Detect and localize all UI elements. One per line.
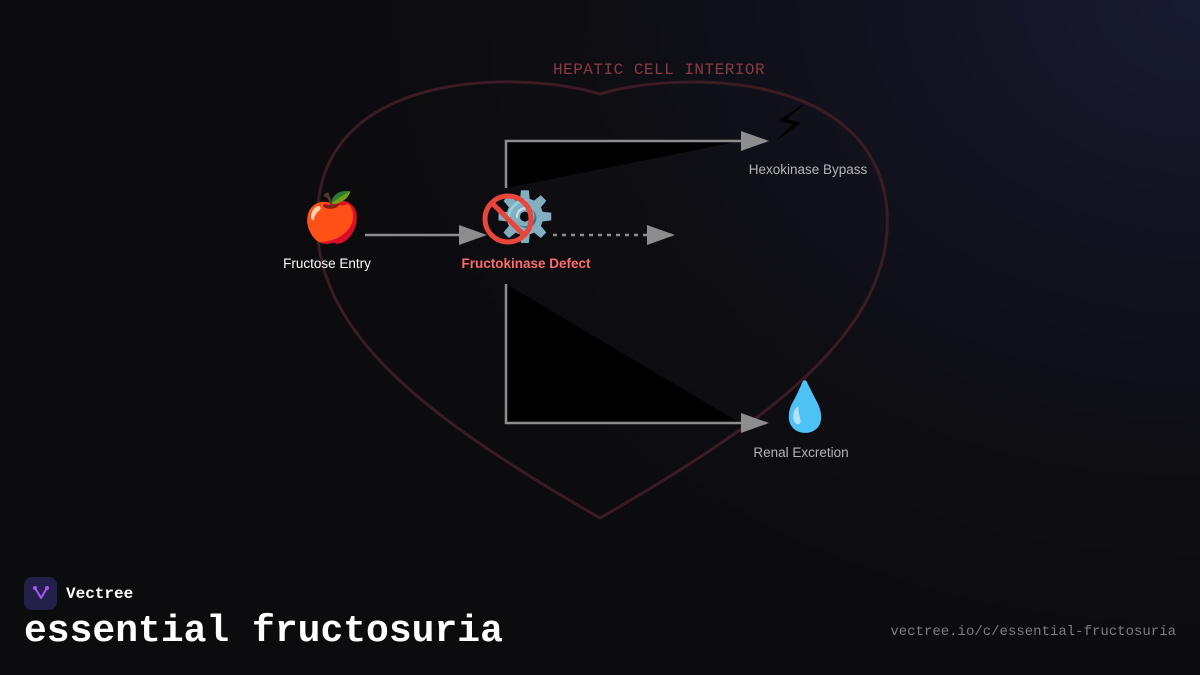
arrowhead-blocked	[647, 225, 675, 245]
prohibited-icon	[482, 193, 534, 245]
edge-fructokinase-renal	[504, 284, 766, 425]
apple-icon: 🍎	[302, 190, 362, 246]
region-label: HEPATIC CELL INTERIOR	[553, 61, 766, 79]
arrowhead-hexokinase	[741, 131, 769, 151]
fructokinase-defect-label: Fructokinase Defect	[461, 256, 591, 271]
edge-fructokinase-renal-fill	[506, 284, 740, 423]
arrowhead-fructokinase	[459, 225, 487, 245]
hexokinase-bypass-label: Hexokinase Bypass	[748, 162, 868, 177]
lightning-icon: ⚡	[773, 96, 807, 152]
edge-fructokinase-hexokinase-fill	[506, 141, 740, 188]
fructose-entry-label: Fructose Entry	[283, 256, 371, 271]
arrowhead-renal	[741, 413, 769, 433]
page-title: essential fructosuria	[24, 610, 503, 653]
droplet-icon: 💧	[775, 379, 835, 435]
brand-name: Vectree	[66, 584, 134, 603]
hepatic-cell-boundary	[315, 80, 889, 520]
brand: Vectree	[24, 577, 133, 610]
renal-excretion-label: Renal Excretion	[753, 445, 849, 460]
vectree-logo-icon	[24, 577, 57, 610]
page-url[interactable]: vectree.io/c/essential-fructosuria	[890, 624, 1176, 640]
edge-fructokinase-hexokinase	[504, 137, 767, 188]
